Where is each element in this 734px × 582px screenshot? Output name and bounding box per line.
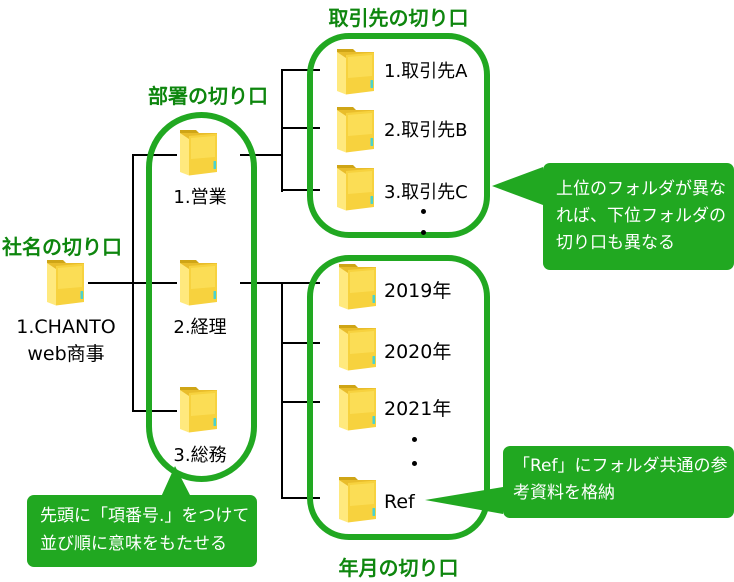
folder-sales bbox=[177, 127, 221, 177]
folder-company bbox=[44, 257, 88, 307]
connector-branch-partner-c bbox=[281, 189, 320, 191]
connector-branch-2020 bbox=[281, 342, 320, 344]
callout-upper-folder-note: 上位のフォルダが異な れば、下位フォルダの 切り口も異なる bbox=[543, 163, 734, 270]
heading-department-axis: 部署の切り口 bbox=[148, 84, 268, 108]
connector-partners-trunk bbox=[281, 69, 283, 192]
callout-text-line: 先頭に「項番号.」をつけて bbox=[40, 506, 250, 526]
folder-icon bbox=[177, 384, 221, 434]
folder-label-general-affairs: 3.総務 bbox=[173, 445, 227, 466]
callout-text-line: 上位のフォルダが異な bbox=[556, 179, 726, 199]
folder-icon bbox=[336, 474, 380, 524]
folder-icon bbox=[334, 104, 378, 154]
connector-branch-2019 bbox=[281, 282, 320, 284]
folder-label-sales: 1.営業 bbox=[173, 187, 227, 208]
folder-label-2019: 2019年 bbox=[384, 280, 452, 302]
folder-icon bbox=[336, 261, 380, 311]
callout-text-line: 考資料を格納 bbox=[513, 483, 615, 503]
callout-ref-note: 「Ref」にフォルダ共通の参 考資料を格納 bbox=[503, 446, 734, 518]
callout-pointer-left-icon bbox=[425, 487, 503, 514]
folder-icon bbox=[334, 162, 378, 212]
folder-general-affairs bbox=[177, 384, 221, 434]
callout-pointer-left-icon bbox=[492, 167, 543, 205]
callout-text-line: 「Ref」にフォルダ共通の参 bbox=[513, 456, 728, 476]
folder-label-accounting: 2.経理 bbox=[173, 317, 227, 338]
folder-partner-c bbox=[334, 162, 378, 212]
heading-yearmonth-axis: 年月の切り口 bbox=[338, 556, 459, 580]
folder-label-company-line1: 1.CHANTO bbox=[16, 316, 116, 338]
group-partner-folders bbox=[307, 33, 490, 238]
connector-departments-trunk bbox=[132, 154, 134, 412]
callout-numbering-note: 先頭に「項番号.」をつけて 並び順に意味をもたせる bbox=[27, 495, 257, 567]
ellipsis-dot bbox=[412, 437, 417, 442]
callout-text-line: 並び順に意味をもたせる bbox=[40, 534, 227, 554]
folder-icon bbox=[336, 382, 380, 432]
folder-icon bbox=[44, 257, 88, 307]
heading-company-axis: 社名の切り口 bbox=[2, 235, 122, 259]
heading-partner-axis: 取引先の切り口 bbox=[328, 6, 469, 30]
folder-2019 bbox=[336, 261, 380, 311]
connector-branch-partner-a bbox=[281, 69, 320, 71]
folder-icon bbox=[334, 46, 378, 96]
folder-icon bbox=[336, 322, 380, 372]
connector-sales-to-partners bbox=[240, 154, 283, 156]
folder-accounting bbox=[177, 257, 221, 307]
connector-branch-general-affairs bbox=[132, 410, 177, 412]
folder-label-partner-a: 1.取引先A bbox=[384, 61, 468, 82]
folder-label-2021: 2021年 bbox=[384, 398, 452, 420]
folder-icon bbox=[177, 127, 221, 177]
callout-text-line: 切り口も異なる bbox=[556, 233, 675, 253]
ellipsis-dot bbox=[421, 209, 426, 214]
folder-partner-b bbox=[334, 104, 378, 154]
ellipsis-dot bbox=[412, 461, 417, 466]
folder-icon bbox=[177, 257, 221, 307]
folder-ref bbox=[336, 474, 380, 524]
folder-2021 bbox=[336, 382, 380, 432]
group-year-folders bbox=[307, 255, 490, 540]
connector-accounting-to-years bbox=[240, 282, 283, 284]
group-department-folders bbox=[146, 112, 257, 482]
connector-branch-partner-b bbox=[281, 127, 320, 129]
folder-label-partner-c: 3.取引先C bbox=[384, 182, 468, 203]
callout-text-line: れば、下位フォルダの bbox=[556, 206, 726, 226]
folder-label-company-line2: web商事 bbox=[27, 343, 105, 365]
connector-branch-2021 bbox=[281, 401, 320, 403]
connector-years-trunk bbox=[281, 282, 283, 499]
folder-label-2020: 2020年 bbox=[384, 341, 452, 363]
ellipsis-dot bbox=[421, 230, 426, 235]
callout-pointer-up-icon bbox=[161, 466, 191, 497]
connector-branch-ref bbox=[281, 497, 320, 499]
folder-2020 bbox=[336, 322, 380, 372]
folder-partner-a bbox=[334, 46, 378, 96]
folder-label-ref: Ref bbox=[384, 491, 415, 513]
folder-label-partner-b: 2.取引先B bbox=[384, 120, 468, 141]
